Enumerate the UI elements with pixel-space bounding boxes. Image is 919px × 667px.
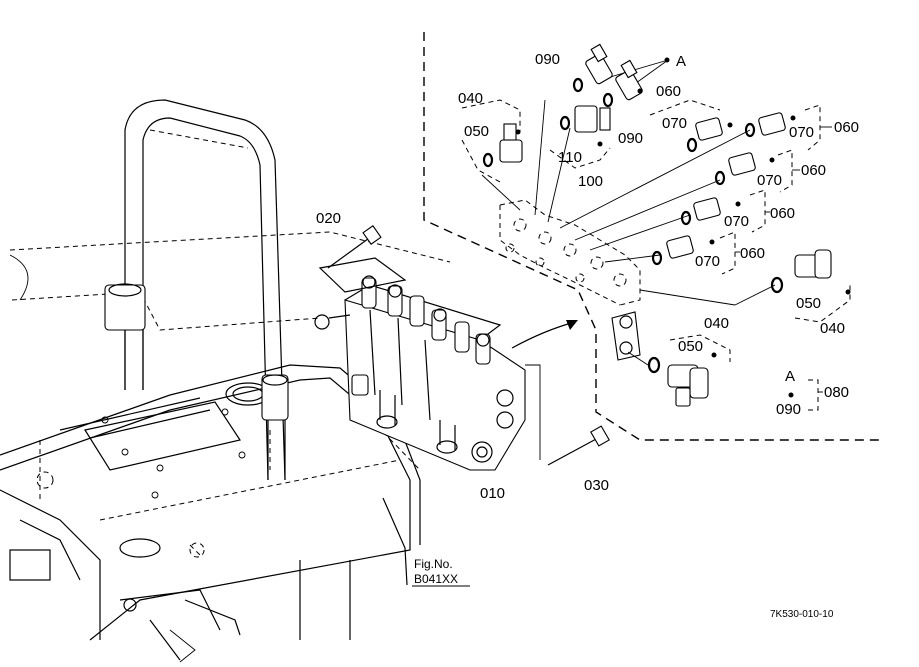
bullet-dots [515, 57, 851, 398]
fig-no-value: B041XX [414, 572, 458, 586]
label-060-c: 060 [801, 162, 826, 179]
label-080: 080 [824, 384, 849, 401]
detail-boundary [423, 32, 880, 441]
label-020: 020 [316, 210, 341, 227]
o-rings [482, 77, 784, 374]
fig-no-label: Fig.No. [414, 557, 453, 571]
callout-arrow [511, 320, 578, 349]
straight-fittings [666, 112, 786, 259]
label-110: 110 [558, 149, 582, 166]
control-valve [314, 275, 526, 471]
part-labels: 010 020 030 040 050 090 A 060 070 090 11… [316, 51, 859, 620]
label-090-top: 090 [535, 51, 560, 68]
drawing-code: 7K530-010-10 [770, 609, 834, 620]
label-070-c: 070 [757, 172, 782, 189]
fitting-elbow-a-1 [585, 43, 613, 85]
tractor-frame [0, 231, 451, 663]
bolt-030 [525, 364, 610, 466]
label-050-top: 050 [464, 123, 489, 140]
rollbar [104, 99, 289, 481]
label-070-d: 070 [724, 213, 749, 230]
label-040-mid: 040 [704, 315, 729, 332]
label-060-a: 060 [656, 83, 681, 100]
elbow-050-bottom [667, 364, 709, 407]
label-060-e: 060 [740, 245, 765, 262]
adapter-110 [574, 105, 611, 147]
label-070-e: 070 [695, 253, 720, 270]
label-050-mid: 050 [678, 338, 703, 355]
label-010: 010 [480, 485, 505, 502]
label-090-bottom: 090 [776, 401, 801, 418]
label-050-right: 050 [796, 295, 821, 312]
label-090-mid: 090 [618, 130, 643, 147]
bracket-leaders [461, 99, 851, 411]
label-070-b: 070 [789, 124, 814, 141]
label-040-top: 040 [458, 90, 483, 107]
label-040-right: 040 [820, 320, 845, 337]
gasket-plate [318, 257, 407, 293]
bolt-020 [327, 225, 382, 269]
label-060-d: 060 [770, 205, 795, 222]
label-070-a: 070 [662, 115, 687, 132]
label-060-b: 060 [834, 119, 859, 136]
label-a-top: A [676, 53, 686, 70]
fitting-elbow-a-2 [615, 59, 643, 101]
label-030: 030 [584, 477, 609, 494]
elbow-050-right [794, 249, 832, 279]
label-a-bottom: A [785, 368, 795, 385]
valve-side-face [499, 199, 641, 361]
leader-lines [481, 59, 776, 366]
label-100: 100 [578, 173, 603, 190]
